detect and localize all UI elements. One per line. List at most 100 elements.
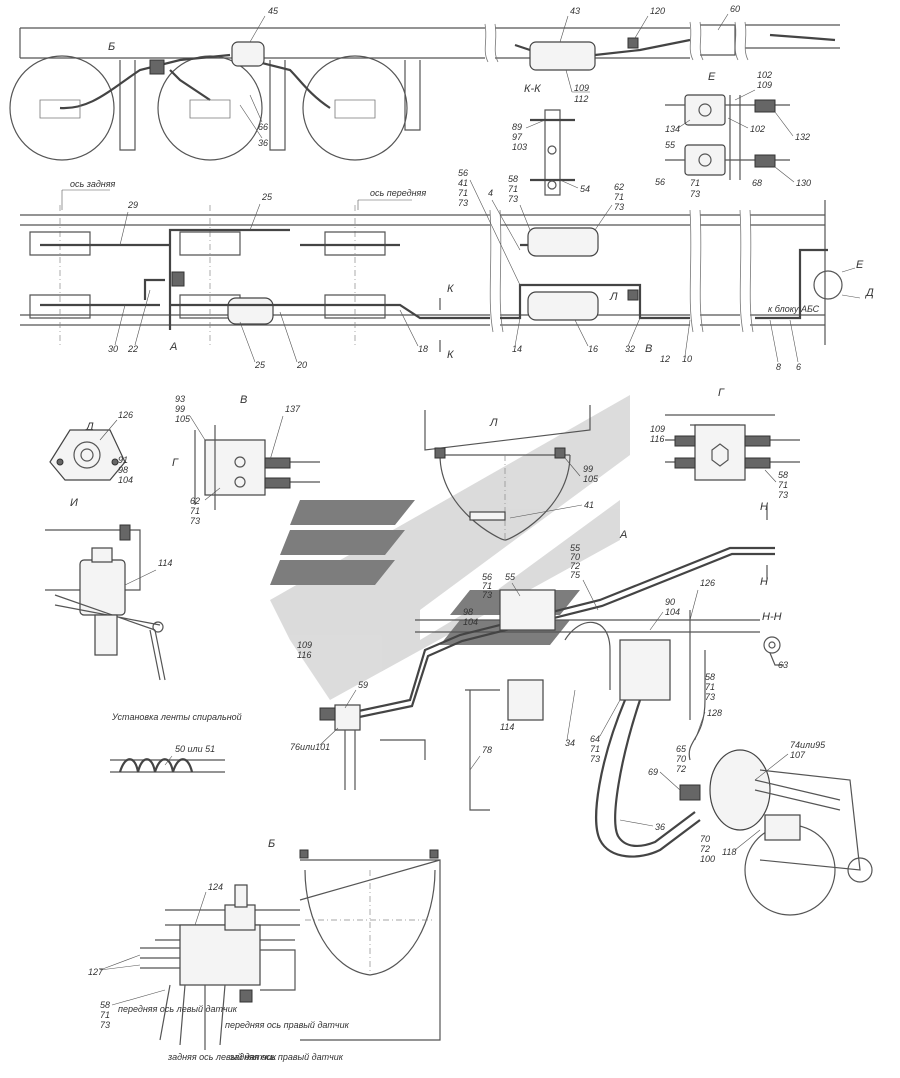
callout-58: 58 [508,174,518,184]
callout-60: 60 [730,4,740,14]
callout-103: 103 [512,142,527,152]
callout-71-c: 71 [508,184,518,194]
callout-90: 90 [665,597,675,607]
callout-18: 18 [418,344,428,354]
callout-56-c: 56 [482,572,492,582]
callout-70-a: 70 [570,552,580,562]
callout-105: 105 [175,414,191,424]
callout-104-c: 104 [665,607,680,617]
note-rear-axle-left: задняя ось левый датчик [167,1052,277,1062]
callout-66: 66 [258,122,268,132]
callout-55: 55 [665,140,676,150]
callout-30: 30 [108,344,118,354]
view-label-d: Д [84,421,94,433]
callout-73-c: 73 [508,194,518,204]
callout-58-g: 58 [778,470,788,480]
note-spiral-tape-parts: 50 или 51 [175,744,215,754]
callout-109: 109 [574,83,589,93]
view-label-i: И [70,497,78,509]
callout-73-i: 73 [705,692,715,702]
callout-71-g: 71 [778,480,788,490]
callout-68: 68 [752,178,762,188]
callout-54: 54 [580,184,590,194]
callout-62: 62 [614,182,624,192]
callout-25-b: 25 [254,360,266,370]
callout-71-e: 71 [190,506,200,516]
callout-124: 124 [208,882,223,892]
callout-22: 22 [127,344,138,354]
callout-25: 25 [261,192,273,202]
note-rear-axle: ось задняя [70,179,116,189]
callout-29: 29 [127,200,138,210]
marker-d: Д [864,287,874,299]
callout-118: 118 [722,847,736,857]
callout-10: 10 [682,354,692,364]
view-label-l: Л [489,417,498,429]
callout-109-h: 109 [297,640,312,650]
callout-73-d: 73 [614,202,624,212]
callout-55-c: 55 [505,572,516,582]
note-spiral-tape: Установка ленты спиральной [111,712,242,722]
callout-105-b: 105 [583,474,599,484]
side-view-frame [9,21,840,161]
callout-56: 56 [655,177,665,187]
callout-73-b: 73 [458,198,468,208]
note-front-axle-right: передняя ось правый датчик [225,1020,350,1030]
callout-75-a: 75 [570,570,581,580]
callout-104: 104 [118,475,133,485]
marker-h-bottom: Н [760,576,768,588]
callout-55-a: 55 [570,543,581,553]
marker-l: Л [609,291,618,303]
view-label-b-bottom: Б [268,838,275,850]
callout-72-b: 72 [676,764,686,774]
callout-59: 59 [358,680,368,690]
callout-8: 8 [776,362,781,372]
callout-71-b: 71 [458,188,468,198]
callout-73-h: 73 [590,754,600,764]
callout-4: 4 [488,188,493,198]
callout-98-b: 98 [463,607,473,617]
view-l-chamber [424,405,591,541]
callout-63: 63 [778,660,788,670]
callout-71: 71 [690,178,700,188]
view-label-g: Г [718,387,725,399]
callout-56-b: 56 [458,168,468,178]
view-label-e: Е [708,71,716,83]
view-label-v: В [240,394,247,406]
callout-127: 127 [88,967,104,977]
callout-89: 89 [512,122,522,132]
spiral-tape-illustration [110,758,225,773]
view-label-hh: Н-Н [762,611,782,623]
view-b-abs-block [140,849,441,1050]
marker-h-top: Н [760,501,768,513]
callout-58-h: 58 [705,672,715,682]
callout-99-b: 99 [583,464,593,474]
callout-78: 78 [482,745,492,755]
marker-a: А [169,341,177,353]
callout-41: 41 [458,178,468,188]
callout-71-k: 71 [100,1010,110,1020]
callout-104-b: 104 [463,617,478,627]
callout-43: 43 [570,6,580,16]
callout-76-or-101: 76или101 [290,742,330,752]
callout-98: 98 [118,465,128,475]
view-label-a: А [619,529,627,541]
callout-73: 73 [690,189,700,199]
callout-116-g: 116 [650,434,664,444]
callout-109-g: 109 [650,424,665,434]
view-label-kk: К-К [524,83,541,95]
marker-k-bottom: К [447,349,454,361]
callout-36: 36 [258,138,268,148]
callout-128: 128 [707,708,722,718]
callout-120: 120 [650,6,665,16]
callout-58-k: 58 [100,1000,110,1010]
callout-70-b: 70 [676,754,686,764]
callout-114-b: 114 [500,722,514,732]
marker-g-left: Г [172,457,179,469]
callout-116-h: 116 [297,650,311,660]
callout-73-f: 73 [482,590,492,600]
callout-73-g: 73 [778,490,788,500]
callout-126: 126 [118,410,133,420]
marker-k-top: К [447,283,454,295]
